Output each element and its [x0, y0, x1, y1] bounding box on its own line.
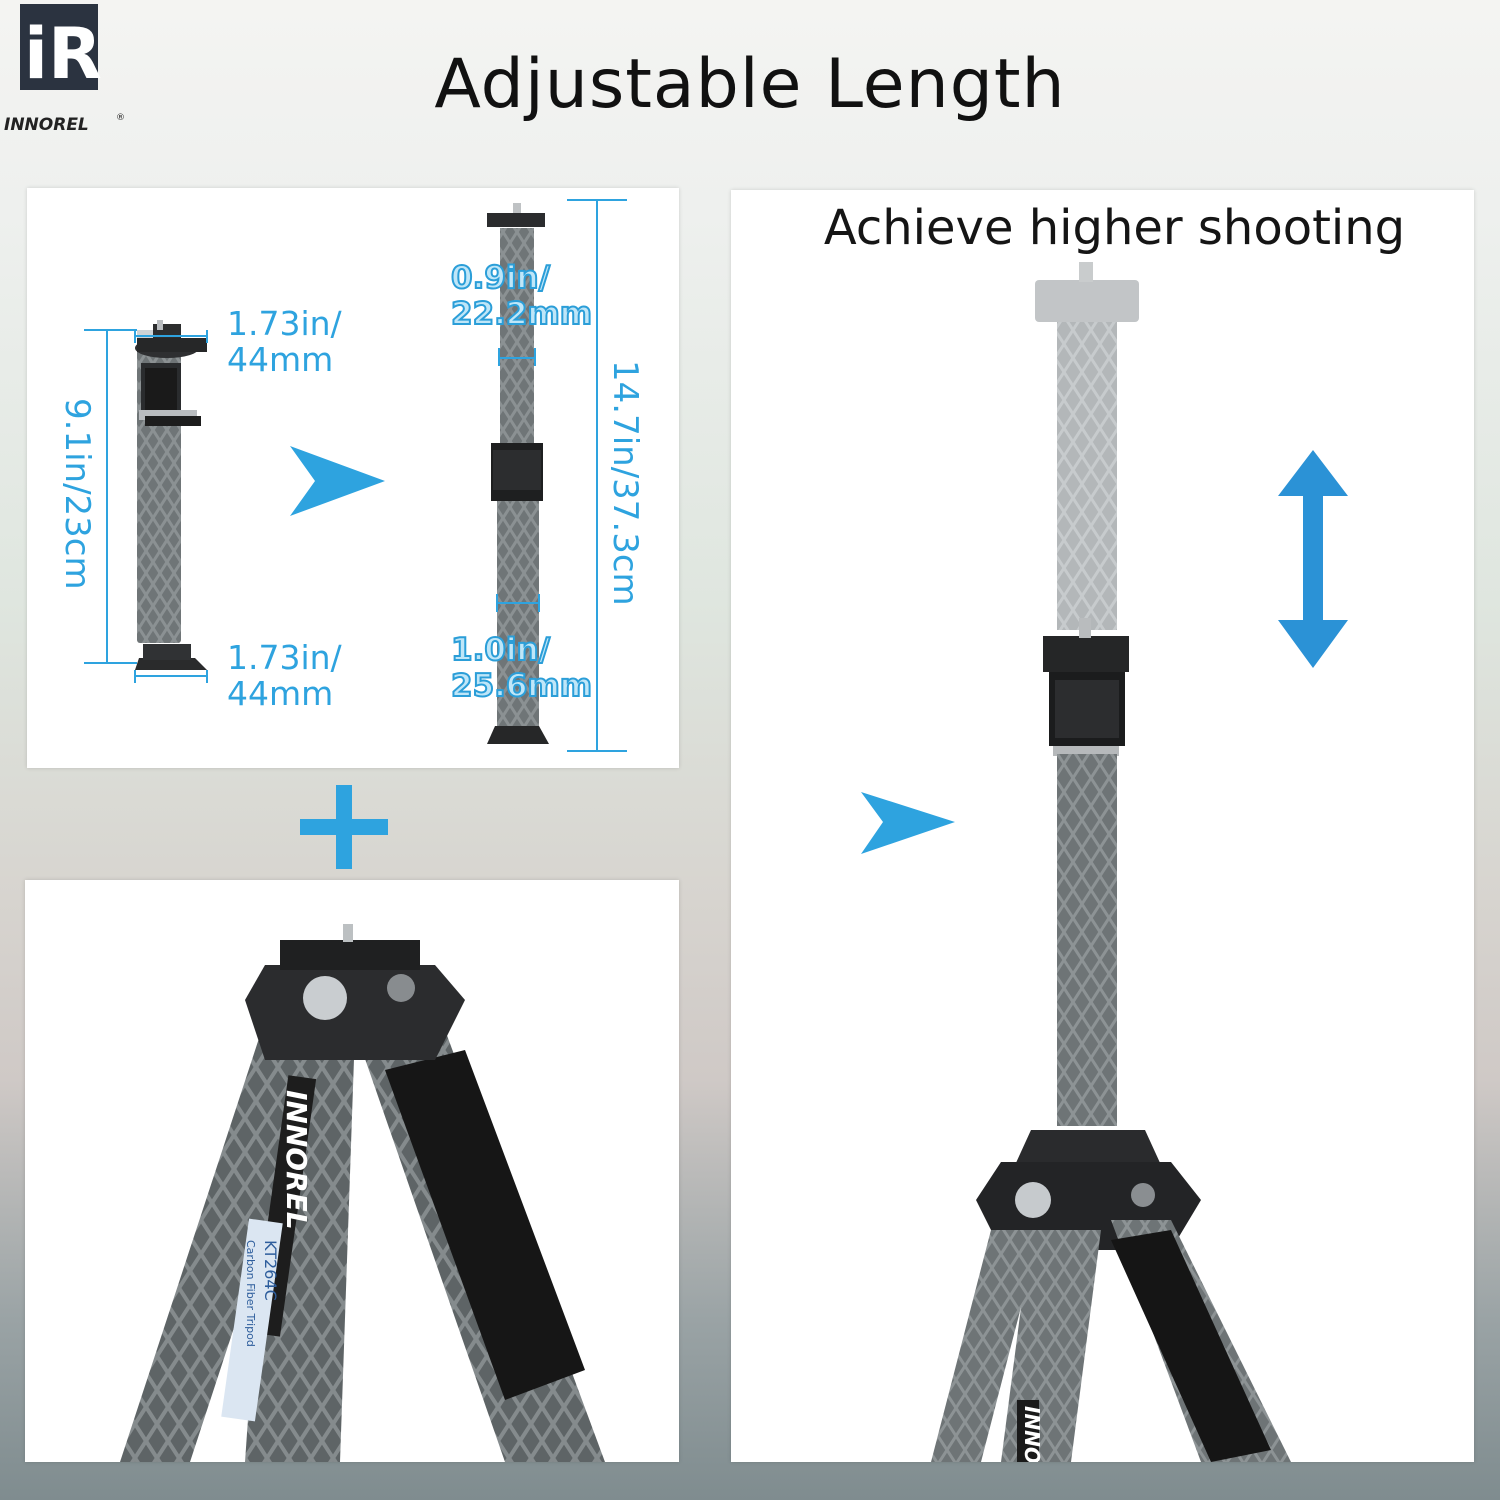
page-title: Adjustable Length	[434, 45, 1066, 124]
dimensions-illustration	[84, 199, 627, 752]
brand-logo: iR INNOREL ®	[0, 0, 130, 135]
dimensions-panel: 1.73in/ 44mm 1.73in/ 44mm 9.1in/23cm 0.9…	[27, 188, 679, 768]
collapsed-height-dimension: 9.1in/23cm	[57, 398, 97, 590]
top-plate-dimension: 1.73in/ 44mm	[227, 304, 342, 379]
collapsed-column	[135, 320, 207, 670]
logo-mark-text: iR	[24, 13, 102, 95]
extended-column	[487, 203, 549, 744]
extended-dimension-lines	[496, 199, 627, 752]
leg-description-label: Carbon Fiber Tripod	[244, 1240, 257, 1347]
tripod-panel: INNOREL KT264C Carbon Fiber Tripod	[25, 880, 679, 1462]
leg-model-label: KT264C	[261, 1240, 280, 1301]
collapsed-dimension-lines	[84, 329, 208, 683]
play-arrow-icon	[861, 792, 955, 854]
brand-name: INNOREL	[4, 115, 89, 135]
registered-mark: ®	[116, 113, 125, 123]
tripod-illustration: INNOREL KT264C Carbon Fiber Tripod	[120, 924, 605, 1462]
leg-brand-label: INNOREL	[280, 1090, 313, 1230]
upper-tube-dimension: 0.9in/ 22.2mm	[450, 259, 593, 333]
base-plate-dimension: 1.73in/ 44mm	[227, 638, 342, 713]
raised-column-panel: Achieve higher shooting	[731, 190, 1474, 1462]
play-arrow-icon	[290, 446, 385, 516]
extended-height-dimension: 14.7in/37.3cm	[605, 360, 645, 606]
up-down-arrow-icon	[1278, 450, 1348, 668]
plus-icon	[300, 785, 388, 869]
raised-column-illustration: INNOREL	[861, 262, 1348, 1462]
raised-headline: Achieve higher shooting	[823, 200, 1406, 256]
raised-leg-brand-label: INNOREL	[1020, 1406, 1044, 1462]
lower-tube-dimension: 1.0in/ 25.6mm	[450, 631, 593, 705]
